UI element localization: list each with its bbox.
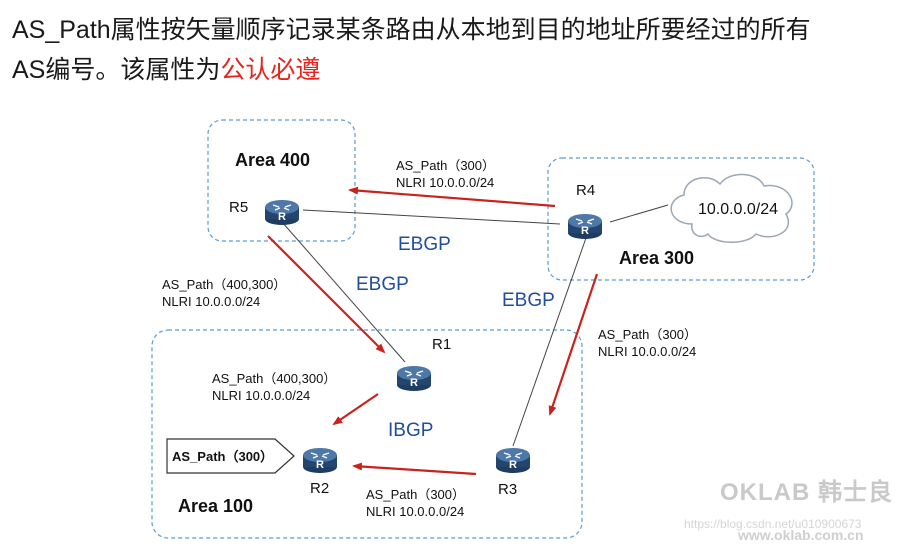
link-r4-r3 bbox=[512, 237, 587, 447]
network-cloud: 10.0.0.0/24 bbox=[670, 173, 793, 243]
arrow-r3-to-r2 bbox=[352, 462, 477, 476]
annotation-r3-r2-nlri: NLRI 10.0.0.0/24 bbox=[366, 504, 464, 519]
title-line-2-prefix: AS编号。该属性为 bbox=[12, 56, 221, 84]
area-300-box bbox=[547, 157, 815, 281]
arrow-r5-to-r1 bbox=[267, 235, 386, 354]
link-label-ebgp-r5-r1: EBGP bbox=[356, 274, 409, 295]
router-r4-label: R4 bbox=[576, 182, 595, 199]
watermark-brand: OKLAB 韩士良 bbox=[720, 478, 893, 506]
watermark-url: www.oklab.com.cn bbox=[737, 527, 864, 543]
arrow-r4-to-r3 bbox=[548, 273, 599, 416]
title-highlight: 公认必遵 bbox=[220, 56, 321, 84]
area-300-label: Area 300 bbox=[619, 248, 694, 268]
cloud-label: 10.0.0.0/24 bbox=[698, 201, 778, 218]
arrow-r4-to-r5 bbox=[348, 186, 556, 208]
router-r2-icon bbox=[302, 447, 338, 474]
arrow-r1-to-r2 bbox=[332, 393, 379, 426]
r2-aspath-callout: AS_Path（300） bbox=[166, 438, 295, 474]
router-r3-icon bbox=[495, 447, 531, 474]
cloud-shape bbox=[670, 173, 793, 243]
router-r2-label: R2 bbox=[310, 480, 329, 497]
title-line-2: AS编号。该属性为公认必遵 bbox=[12, 50, 902, 90]
annotation-r5-r1-nlri: NLRI 10.0.0.0/24 bbox=[162, 294, 260, 309]
router-r1-label: R1 bbox=[432, 336, 451, 353]
annotation-r1-r2-path: AS_Path（400,300） bbox=[212, 371, 336, 386]
callout-shape bbox=[166, 438, 295, 474]
area-100-label: Area 100 bbox=[178, 496, 253, 516]
router-r5-icon bbox=[264, 199, 300, 226]
annotation-r1-r2-nlri: NLRI 10.0.0.0/24 bbox=[212, 388, 310, 403]
annotation-r5-r1-path: AS_Path（400,300） bbox=[162, 277, 286, 292]
link-r5-r4 bbox=[302, 209, 561, 225]
link-label-ibgp: IBGP bbox=[388, 420, 433, 441]
link-label-ebgp-r4-r5: EBGP bbox=[398, 234, 451, 255]
link-r5-r1 bbox=[281, 221, 406, 363]
area-100-box bbox=[151, 329, 583, 539]
callout-label: AS_Path（300） bbox=[172, 449, 273, 464]
router-r4-icon bbox=[567, 213, 603, 240]
annotation-r4-r3-nlri: NLRI 10.0.0.0/24 bbox=[598, 344, 696, 359]
area-400-box bbox=[207, 119, 356, 242]
area-400-label: Area 400 bbox=[235, 150, 310, 170]
annotation-r4-r5-nlri: NLRI 10.0.0.0/24 bbox=[396, 175, 494, 190]
annotation-r4-r5-path: AS_Path（300） bbox=[396, 158, 495, 173]
router-r3-label: R3 bbox=[498, 481, 517, 498]
annotation-r4-r3-path: AS_Path（300） bbox=[598, 327, 697, 342]
slide-title: AS_Path属性按矢量顺序记录某条路由从本地到目的地址所要经过的所有 AS编号… bbox=[12, 10, 902, 90]
router-r5-label: R5 bbox=[229, 199, 248, 216]
router-r1-icon bbox=[396, 365, 432, 392]
watermark-blog: https://blog.csdn.net/u010900673 bbox=[684, 517, 862, 531]
link-label-ebgp-r4-r3: EBGP bbox=[502, 290, 555, 311]
link-r4-cloud bbox=[609, 204, 669, 223]
title-line-1: AS_Path属性按矢量顺序记录某条路由从本地到目的地址所要经过的所有 bbox=[12, 16, 811, 44]
annotation-r3-r2-path: AS_Path（300） bbox=[366, 487, 465, 502]
